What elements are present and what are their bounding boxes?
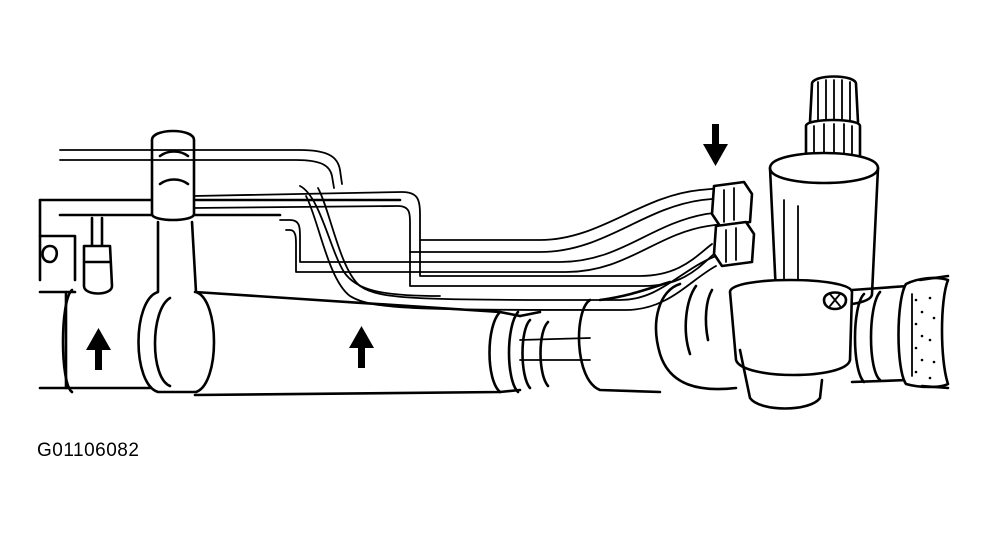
hydraulic-lines xyxy=(59,149,723,311)
boot-texture-dots xyxy=(914,296,936,380)
right-tie-rod-boot xyxy=(850,274,950,390)
power-cylinder xyxy=(488,280,672,394)
figure-id-caption: G01106082 xyxy=(37,440,140,461)
callout-arrows xyxy=(86,124,728,370)
arrow-up-line-bend xyxy=(349,326,374,368)
rack-housing xyxy=(38,198,522,397)
valve-housing xyxy=(654,75,880,410)
left-fitting xyxy=(61,216,114,394)
arrow-up-left-fitting xyxy=(86,328,111,370)
arrow-down-valve-fitting xyxy=(703,124,728,166)
mounting-clamp xyxy=(137,129,216,394)
